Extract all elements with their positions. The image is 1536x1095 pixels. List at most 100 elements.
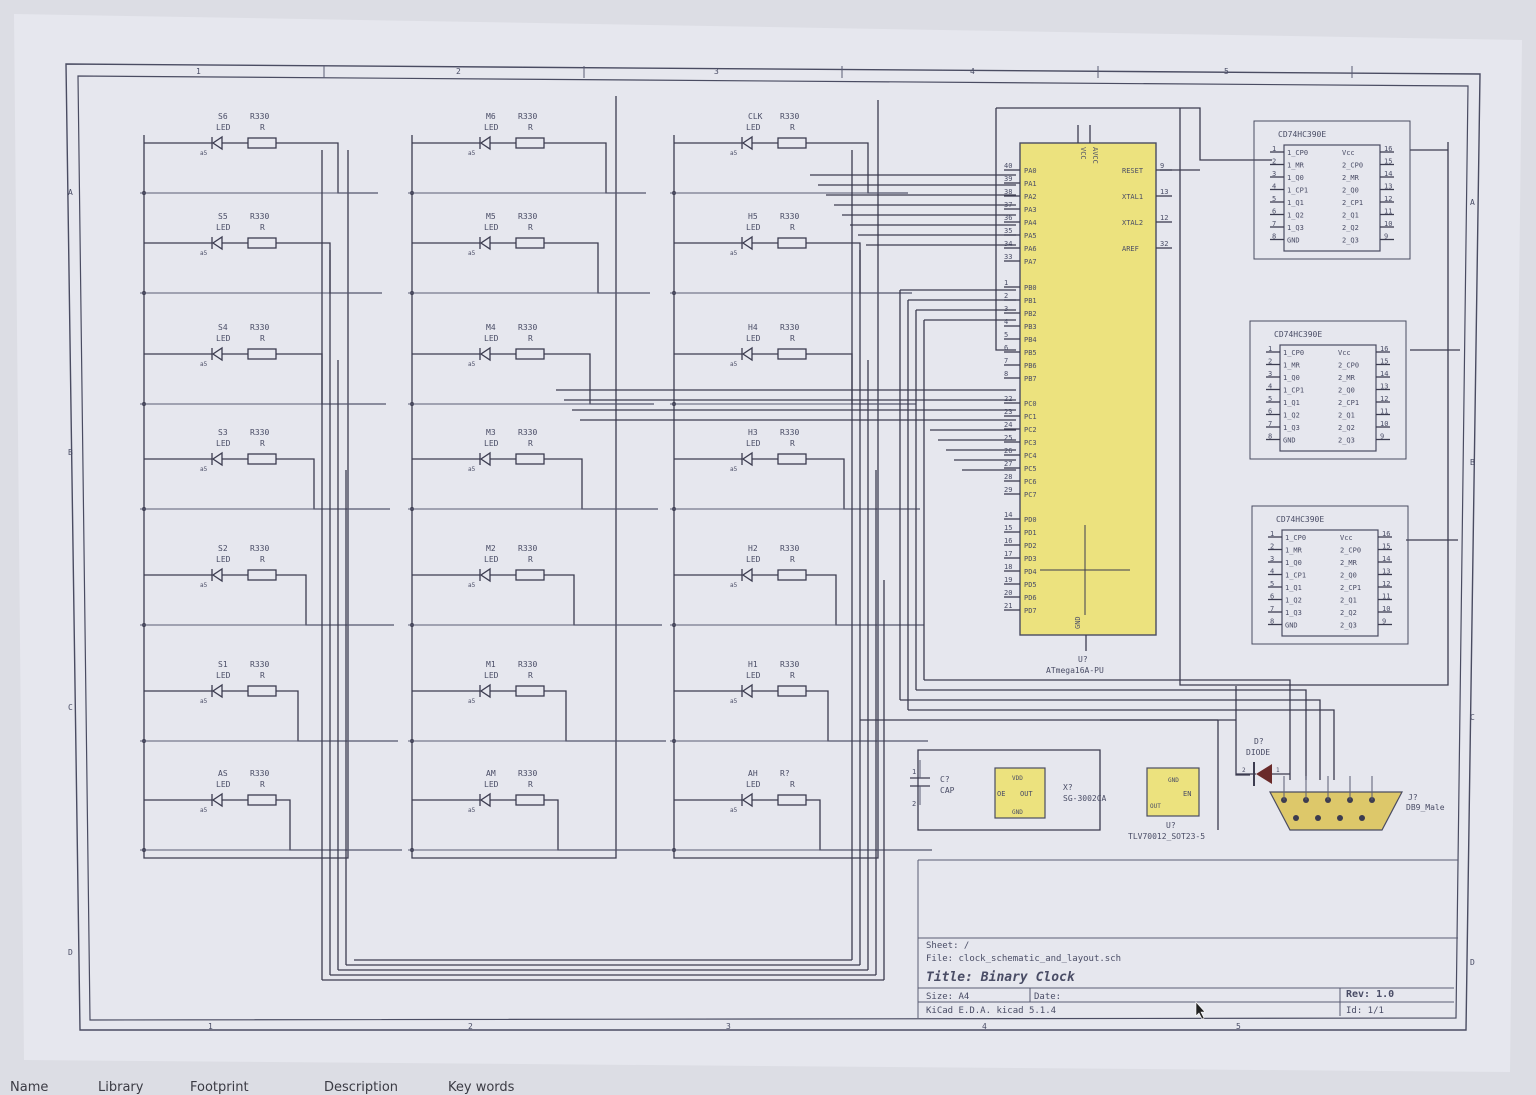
mcu-pin-number: 38	[1004, 188, 1012, 196]
led-ref: M2	[486, 544, 496, 553]
mcu-pin-name: PD2	[1024, 542, 1037, 550]
mcu-pin-name: PC7	[1024, 491, 1037, 499]
col-header-footprint[interactable]: Footprint	[190, 1080, 249, 1095]
mcu-pin-name: PB5	[1024, 349, 1037, 357]
db9-connector[interactable]: J? DB9_Male	[1269, 776, 1445, 831]
led-ref: H1	[748, 660, 758, 669]
row-mark-right: C	[1470, 713, 1475, 722]
led-net: a5	[730, 582, 738, 589]
counter-pin-number: 3	[1272, 170, 1276, 178]
mcu-pin-name: PC1	[1024, 413, 1037, 421]
mcu-pin-number: 34	[1004, 240, 1012, 248]
col-header-keywords[interactable]: Key words	[448, 1080, 515, 1095]
counter-pin-name: 1_Q0	[1287, 174, 1304, 182]
capacitor-c[interactable]: C? CAP 1 2	[910, 760, 955, 808]
resistor-ref: R330	[780, 212, 799, 221]
col-header-description[interactable]: Description	[324, 1080, 399, 1095]
mcu-pin-number: 8	[1004, 370, 1008, 378]
counter-pin-number: 2	[1268, 358, 1272, 366]
diode-ref: D?	[1254, 737, 1264, 746]
regulator-u[interactable]: EN GND OUT U? TLV70012_SOT23-5	[1128, 767, 1205, 841]
title-block: Sheet: / File: clock_schematic_and_layou…	[917, 859, 1458, 1018]
counter-pin-name: GND	[1285, 622, 1298, 630]
led-net: a5	[468, 807, 476, 814]
row-mark: D	[68, 948, 73, 957]
mcu-pin-number: 39	[1004, 175, 1012, 183]
led-type: LED	[484, 671, 499, 680]
col-header-name[interactable]: Name	[10, 1080, 49, 1095]
counter-pin-number: 7	[1268, 420, 1272, 428]
col-header-library[interactable]: Library	[98, 1080, 144, 1095]
resistor-value: R	[528, 555, 533, 564]
mcu-pin-number: 23	[1004, 408, 1012, 416]
sheet-border-inner	[77, 75, 1469, 1021]
led-type: LED	[746, 334, 761, 343]
counter-pin-name: 1_CP0	[1287, 149, 1308, 157]
oscillator-x[interactable]: OE OUT VDD GND X? SG-3002CA	[994, 767, 1107, 819]
mcu-atmega16a[interactable]: 40PA039PA138PA237PA336PA435PA534PA633PA7…	[1004, 125, 1172, 675]
counter-pin-number: 10	[1384, 220, 1392, 228]
osc-pin-vdd: VDD	[1012, 775, 1023, 782]
mcu-pin-name: PD4	[1024, 568, 1037, 576]
led-ref: S6	[218, 112, 228, 121]
counter-pin-number: 12	[1382, 580, 1390, 588]
counter-outline	[1249, 320, 1407, 460]
resistor-ref: R330	[250, 769, 269, 778]
mcu-top-pin: AVCC	[1091, 147, 1099, 164]
resistor-ref: R?	[780, 769, 790, 778]
title-rev: Rev: 1.0	[1346, 989, 1394, 1000]
counter-pin-number: 16	[1380, 345, 1388, 353]
resistor-ref: R330	[250, 212, 269, 221]
title-sheet: Sheet: /	[926, 941, 969, 951]
sheet-border-outer	[65, 63, 1481, 1031]
counter-pin-name: Vcc	[1340, 534, 1353, 542]
mcu-pin-name: PB7	[1024, 375, 1037, 383]
mcu-pin-number: 33	[1004, 253, 1012, 261]
mcu-pin-number: 24	[1004, 421, 1012, 429]
resistor-value: R	[528, 671, 533, 680]
mcu-pin-name: XTAL2	[1122, 219, 1143, 227]
counter-pin-name: 2_Q1	[1338, 412, 1355, 420]
mcu-pin-name: PA5	[1024, 232, 1037, 240]
col-mark-bottom: 3	[726, 1022, 731, 1031]
led-type: LED	[746, 555, 761, 564]
resistor-ref: R330	[518, 544, 537, 553]
diode-d[interactable]: D? DIODE 2 1	[1236, 737, 1290, 786]
led-ref: H4	[748, 323, 758, 332]
counter-pin-number: 15	[1382, 543, 1390, 551]
counter-pin-name: 2_Q2	[1340, 609, 1357, 617]
resistor-value: R	[260, 123, 265, 132]
led-ref: M4	[486, 323, 496, 332]
mcu-pin-number: 36	[1004, 214, 1012, 222]
counter-pin-number: 5	[1272, 195, 1276, 203]
counter-pin-name: 2_Q0	[1338, 387, 1355, 395]
counter-pin-number: 6	[1270, 593, 1274, 601]
counter-pin-name: 2_Q3	[1338, 437, 1355, 445]
counter-pin-name: 2_CP0	[1340, 547, 1361, 555]
counter-pin-name: 1_CP1	[1287, 187, 1308, 195]
connector-value: DB9_Male	[1406, 803, 1445, 812]
